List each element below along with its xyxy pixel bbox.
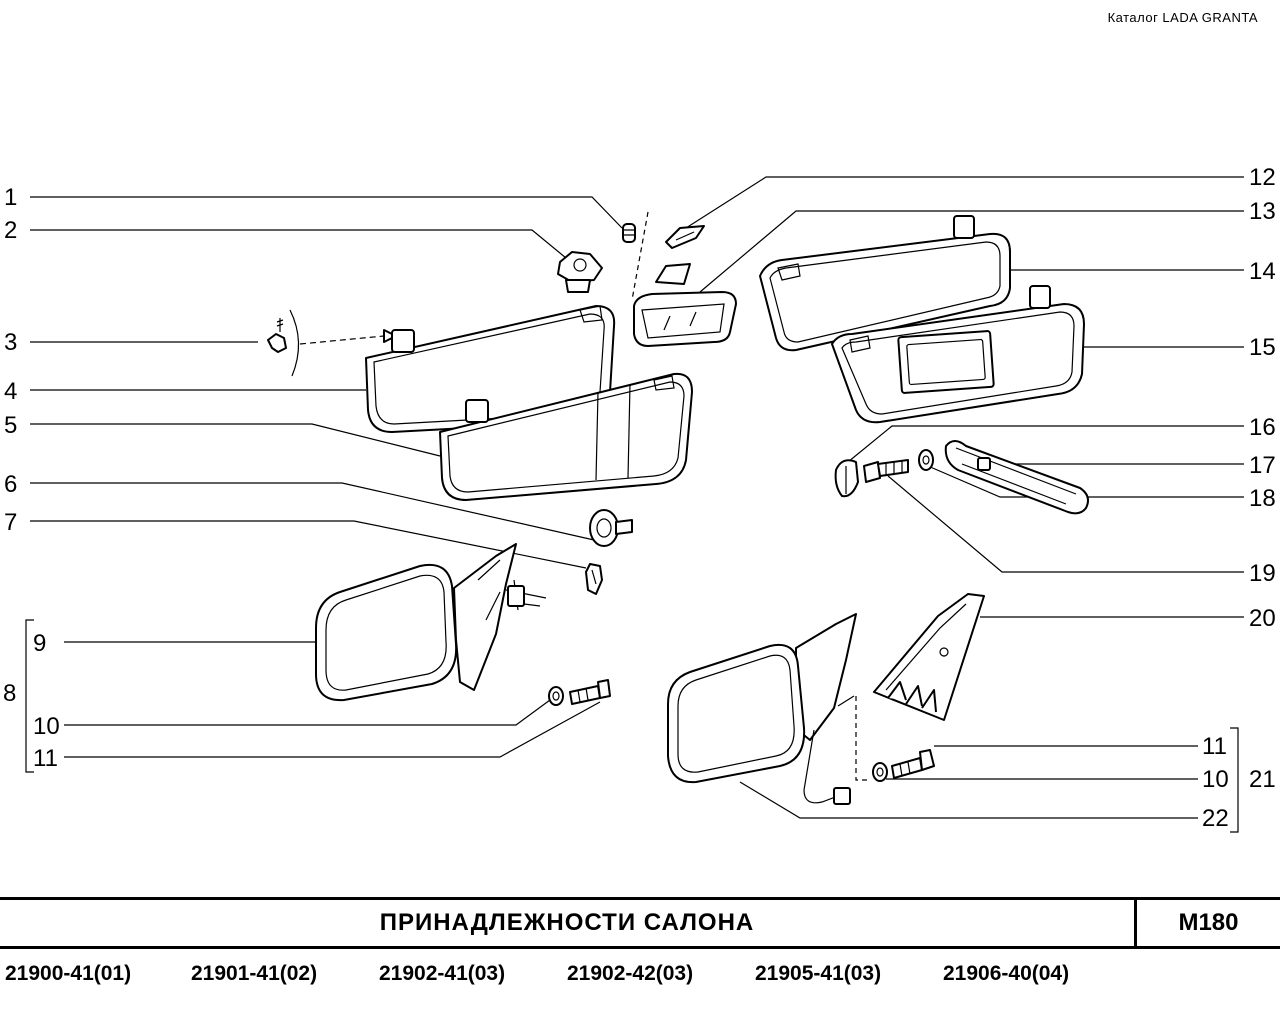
part-19-screw [863,459,909,483]
leader-18 [927,465,1244,498]
leader-10 [64,699,551,726]
title-bar: ПРИНАДЛЕЖНОСТИ САЛОНА М180 [0,897,1280,949]
callout-1: 1 [4,184,17,211]
leader-11 [64,701,601,758]
callout-18: 18 [1249,485,1276,512]
leader-2 [30,229,567,259]
callout-7: 7 [4,509,17,536]
bracket-8 [25,619,34,773]
part-20-mirror-trim [873,593,985,721]
part-5-sun-visor [439,372,693,501]
leader-16 [847,425,1244,463]
callout-6: 6 [4,471,17,498]
callout-15: 15 [1249,334,1276,361]
part-1-clip [622,223,636,243]
part-10-washer-left [548,686,564,706]
part-4-sun-visor [365,305,616,433]
part-6-plug [589,509,633,547]
part-17-grab-handle [944,440,1089,515]
callout-2: 2 [4,217,17,244]
callout-4: 4 [4,378,17,405]
part-22-right-mirror [667,613,870,805]
callout-21: 21 [1249,766,1276,793]
leader-13 [699,210,1244,293]
part-14-sun-visor [759,215,1011,352]
callout-10-right: 10 [1202,766,1229,793]
model-code: 21905-41(03) [755,962,882,985]
leader-5 [30,423,441,457]
callout-14: 14 [1249,258,1276,285]
part-12-cover [665,225,705,249]
leader-19 [887,475,1244,573]
callout-5: 5 [4,412,17,439]
model-code: 21902-42(03) [567,962,694,985]
part-11-screw-right [891,749,935,779]
callout-19: 19 [1249,560,1276,587]
model-code: 21902-41(03) [379,962,506,985]
callout-22: 22 [1202,805,1229,832]
part-2-holder [557,251,603,293]
part-15-sun-visor-mirror [831,285,1085,424]
model-list: 21900-41(01) 21901-41(02) 21902-41(03) 2… [0,962,1280,996]
catalog-label: Каталог LADA GRANTA [1107,10,1258,25]
callout-3: 3 [4,329,17,356]
leader-1 [30,196,623,229]
callout-12: 12 [1249,164,1276,191]
bracket-21 [1230,727,1239,833]
part-11-screw-left [569,679,611,705]
part-10-washer-right [872,762,888,782]
leader-6 [30,482,595,541]
leader-22 [739,781,1198,819]
leader-12 [685,176,1244,229]
callout-11: 11 [33,745,58,772]
part-18-washer [918,449,934,471]
model-code: 21906-40(04) [943,962,1070,985]
page-code: М180 [1178,909,1239,936]
part-7-clip [585,563,603,595]
callout-13: 13 [1249,198,1276,225]
callout-9: 9 [33,630,46,657]
parts-diagram: 1 2 3 4 5 6 7 8 9 10 11 12 13 14 15 16 1… [3,164,1276,833]
part-3-screw [267,309,397,377]
callout-10: 10 [33,713,60,740]
callout-16: 16 [1249,414,1276,441]
callout-11-right: 11 [1202,733,1227,760]
page-title: ПРИНАДЛЕЖНОСТИ САЛОНА [379,909,755,936]
part-9-left-mirror [315,543,547,702]
model-code: 21900-41(01) [5,962,132,985]
callout-8: 8 [3,680,16,707]
model-code: 21901-41(02) [191,962,318,985]
title-divider [1134,900,1137,946]
callout-17: 17 [1249,452,1276,479]
callout-20: 20 [1249,605,1276,632]
part-16-cap [834,459,859,498]
axis-line-mirror [631,211,649,301]
part-13-rear-view-mirror [633,263,737,347]
